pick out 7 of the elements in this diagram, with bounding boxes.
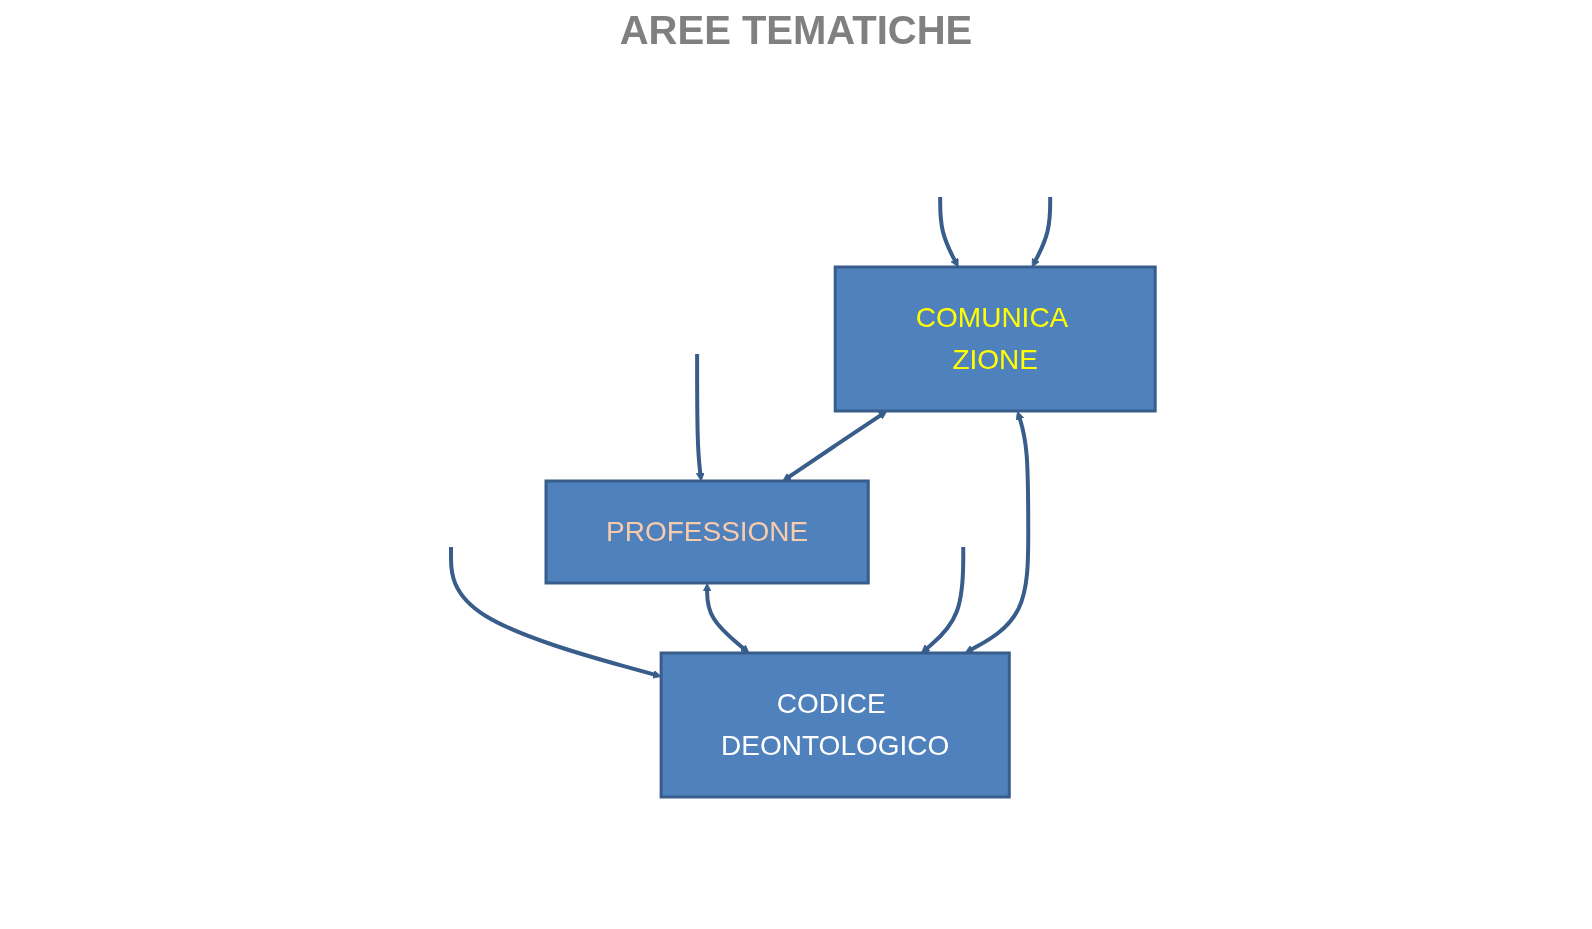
arrow: [1032, 197, 1053, 268]
node-box: PROFESSIONE: [544, 479, 871, 585]
arrow: [449, 547, 662, 679]
arrow: [938, 197, 959, 268]
node-box: COMUNICA ZIONE: [834, 265, 1158, 413]
title: AREE TEMATICHE: [618, 8, 974, 53]
node-box: CODICE DEONTOLOGICO: [660, 651, 1012, 799]
